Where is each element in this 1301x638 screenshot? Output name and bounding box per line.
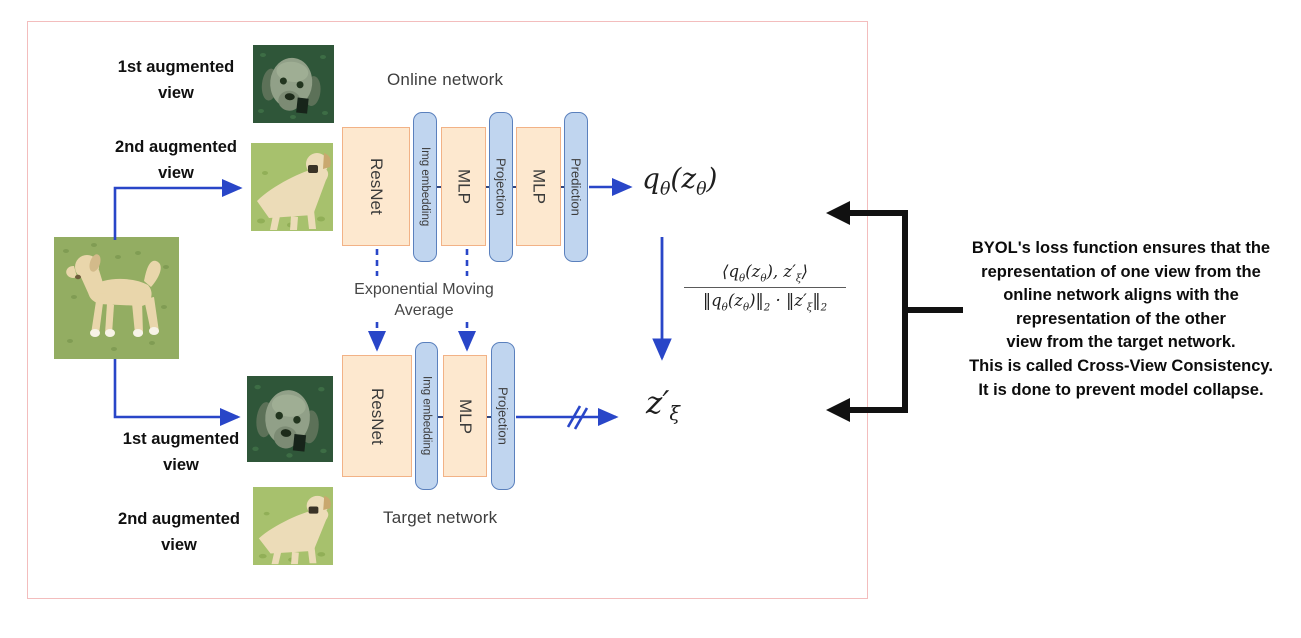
target-img-embedding-label: Img embedding [420, 376, 433, 456]
source-image [54, 237, 179, 359]
label-line: view [158, 83, 194, 102]
augmented-view2-top-image [251, 143, 333, 231]
target-projection-label: Projection [495, 387, 511, 445]
online-prediction-label: Prediction [568, 158, 584, 216]
annotation-line: This is called Cross-View Consistency. [969, 356, 1273, 375]
annotation-line: It is done to prevent model collapse. [978, 380, 1264, 399]
online-prediction-block: Prediction [564, 112, 588, 262]
label-line: 1st augmented [117, 58, 235, 76]
label-bottom-first-view: 1st augmented view [95, 427, 267, 478]
online-mlp2-block: MLP [516, 127, 561, 246]
target-resnet-label: ResNet [368, 387, 387, 445]
online-projection-block: Projection [489, 112, 513, 262]
ema-line1: Exponential Moving [354, 281, 494, 298]
loss-fraction: ⟨qθ(zθ), z′ξ⟩ ‖qθ(zθ)‖2 · ‖z′ξ‖2 [680, 262, 850, 314]
label-line: 2nd augmented [115, 138, 237, 156]
loss-numerator: ⟨qθ(zθ), z′ξ⟩ [722, 262, 808, 285]
label-bottom-second-view: 2nd augmented view [93, 507, 265, 558]
online-mlp1-label: MLP [454, 169, 474, 204]
online-projection-label: Projection [493, 158, 509, 216]
label-top-first-view: 1st augmented view [90, 55, 262, 106]
online-mlp2-label: MLP [529, 169, 549, 204]
loss-denominator: ‖qθ(zθ)‖2 · ‖z′ξ‖2 [702, 291, 828, 314]
ema-label: Exponential Moving Average [340, 279, 508, 321]
target-mlp-block: MLP [443, 355, 487, 477]
online-mlp1-block: MLP [441, 127, 486, 246]
online-img-embedding-block: Img embedding [413, 112, 437, 262]
annotation-line: online network aligns with the [1003, 286, 1239, 305]
target-output-math: z′ξ [646, 385, 680, 426]
online-output-math: qθ(zθ) [642, 162, 718, 200]
fraction-bar [684, 287, 846, 289]
loss-annotation: BYOL's loss function ensures that the re… [940, 237, 1301, 402]
label-line: 1st augmented [122, 430, 240, 448]
annotation-line: representation of one view from the [981, 262, 1261, 281]
online-resnet-label: ResNet [367, 158, 386, 215]
online-network-title: Online network [387, 70, 504, 89]
annotation-line: representation of the other [1016, 309, 1226, 328]
label-line: view [163, 455, 199, 474]
augmented-view2-bottom-image [253, 487, 333, 565]
annotation-line: view from the target network. [1006, 333, 1236, 352]
label-top-second-view: 2nd augmented view [90, 135, 262, 186]
annotation-line: BYOL's loss function ensures that the [971, 239, 1271, 257]
augmented-view1-top-image [253, 45, 334, 123]
target-network-title: Target network [383, 508, 498, 527]
target-projection-block: Projection [491, 342, 515, 490]
target-mlp-label: MLP [456, 398, 475, 434]
target-resnet-block: ResNet [342, 355, 412, 477]
label-line: 2nd augmented [118, 510, 240, 528]
ema-line2: Average [394, 302, 454, 319]
target-img-embedding-block: Img embedding [415, 342, 438, 490]
online-resnet-block: ResNet [342, 127, 410, 246]
label-line: view [161, 535, 197, 554]
online-img-embedding-label: Img embedding [419, 147, 431, 227]
augmented-view1-bottom-image [247, 376, 333, 462]
label-line: view [158, 163, 194, 182]
